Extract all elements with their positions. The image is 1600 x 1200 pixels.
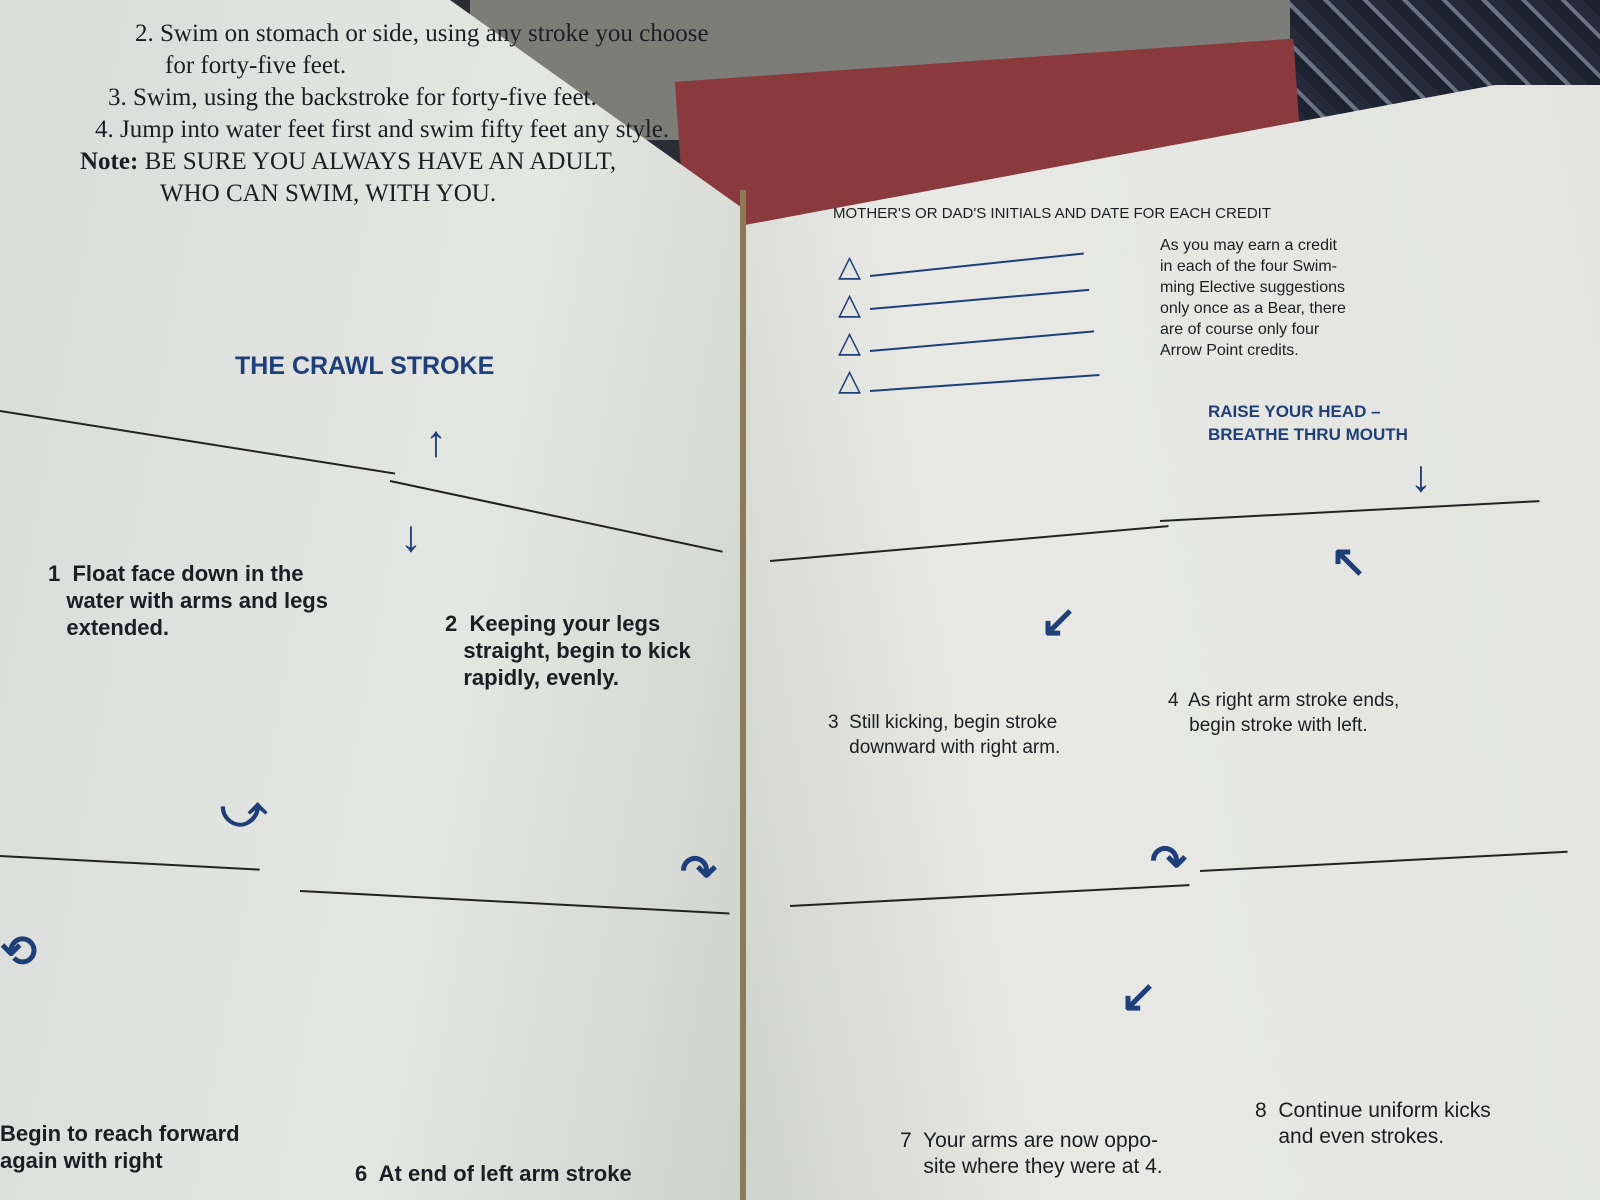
- item-4: 4. Jump into water feet first and swim f…: [95, 116, 670, 143]
- arrow-up-icon: ↑: [425, 417, 447, 466]
- requirements-list: 2. Swim on stomach or side, using any st…: [80, 18, 720, 210]
- arrow-point-triangle-icon: △: [838, 326, 862, 359]
- credit-heading: MOTHER'S OR DAD'S INITIALS AND DATE FOR …: [833, 205, 1271, 222]
- arrow-point-triangle-icon: △: [838, 364, 862, 397]
- step-6: 6 At end of left arm stroke: [355, 1161, 632, 1186]
- arrow-up-left-icon: ↖: [1330, 537, 1367, 586]
- arrow-down-icon: ↓: [400, 512, 422, 561]
- step-3: 3 Still kicking, begin stroke downward w…: [828, 712, 1061, 758]
- step-2: 2 Keeping your legs straight, begin to k…: [445, 611, 691, 690]
- book-spine: [740, 190, 746, 1200]
- arrow-down-icon: ↓: [1410, 452, 1432, 501]
- arrow-curve-icon: ↷: [680, 847, 717, 896]
- breathe-callout: RAISE YOUR HEAD –BREATHE THRU MOUTH: [1208, 402, 1408, 444]
- left-page: [0, 0, 745, 1200]
- right-page: [745, 85, 1600, 1200]
- arrow-right-icon: ⤻: [220, 787, 268, 836]
- item-2-cont: for forty-five feet.: [165, 52, 347, 79]
- note-line-1: Note: BE SURE YOU ALWAYS HAVE AN ADULT,: [80, 148, 617, 175]
- crawl-stroke-heading: THE CRAWL STROKE: [235, 352, 495, 380]
- note-line-2: WHO CAN SWIM, WITH YOU.: [160, 180, 497, 207]
- arrow-down-left-icon: ↙: [1120, 972, 1157, 1021]
- item-2: 2. Swim on stomach or side, using any st…: [135, 20, 709, 47]
- step-8: 8 Continue uniform kicks and even stroke…: [1255, 1099, 1491, 1148]
- arrow-down-left-icon: ↙: [1040, 597, 1077, 646]
- arrow-point-triangle-icon: △: [838, 250, 862, 283]
- step-7: 7 Your arms are now oppo- site where the…: [900, 1129, 1163, 1178]
- arrow-curve-right-icon: ↷: [1150, 837, 1187, 886]
- arrow-circular-icon: ⟲: [0, 927, 37, 976]
- step-1: 1 Float face down in the water with arms…: [48, 561, 328, 640]
- item-3: 3. Swim, using the backstroke for forty-…: [108, 84, 597, 111]
- arrow-point-triangle-icon: △: [838, 288, 862, 321]
- step-4: 4 As right arm stroke ends, begin stroke…: [1168, 690, 1400, 736]
